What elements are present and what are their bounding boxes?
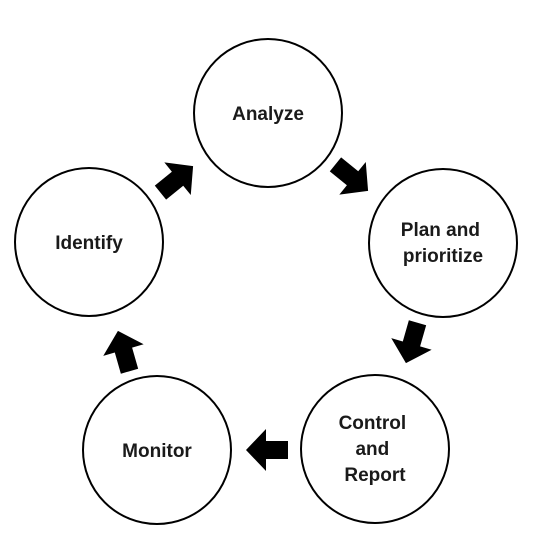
node-plan-prioritize-label: Plan and prioritize	[401, 220, 485, 267]
node-identify: Identify	[14, 167, 164, 317]
node-control-report-label: Control and Report	[339, 413, 412, 486]
arrow-monitor-to-identify	[103, 330, 144, 374]
arrow-control-to-monitor	[246, 429, 288, 471]
node-control-report: Control and Report	[300, 374, 450, 524]
arrow-up-icon	[103, 330, 144, 374]
node-monitor: Monitor	[82, 375, 232, 525]
node-identify-line-1: Identify	[55, 233, 123, 254]
node-analyze: Analyze	[193, 38, 343, 188]
node-control-report-line-2: and	[355, 439, 389, 460]
arrow-identify-to-analyze	[154, 162, 194, 200]
node-plan-prioritize-circle	[368, 168, 518, 318]
arrow-right-icon	[391, 320, 432, 364]
node-control-report-line-1: Control	[339, 413, 407, 434]
arrow-analyze-to-plan	[329, 157, 369, 195]
node-analyze-circle	[193, 38, 343, 188]
arrow-left-icon	[246, 429, 288, 471]
node-monitor-label: Monitor	[122, 441, 192, 462]
node-plan-prioritize-line-1: Plan and	[401, 220, 480, 241]
arrow-right-icon	[329, 157, 369, 195]
arrow-up-right-icon	[154, 162, 194, 200]
node-identify-label: Identify	[55, 233, 123, 254]
node-identify-circle	[14, 167, 164, 317]
node-monitor-line-1: Monitor	[122, 441, 192, 462]
node-monitor-circle	[82, 375, 232, 525]
node-control-report-circle	[300, 374, 450, 524]
node-analyze-line-1: Analyze	[232, 104, 304, 125]
node-plan-prioritize-line-2: prioritize	[403, 246, 483, 267]
arrow-plan-to-control	[391, 320, 432, 364]
node-plan-prioritize: Plan and prioritize	[368, 168, 518, 318]
node-analyze-label: Analyze	[232, 104, 304, 125]
node-control-report-line-3: Report	[344, 465, 406, 486]
